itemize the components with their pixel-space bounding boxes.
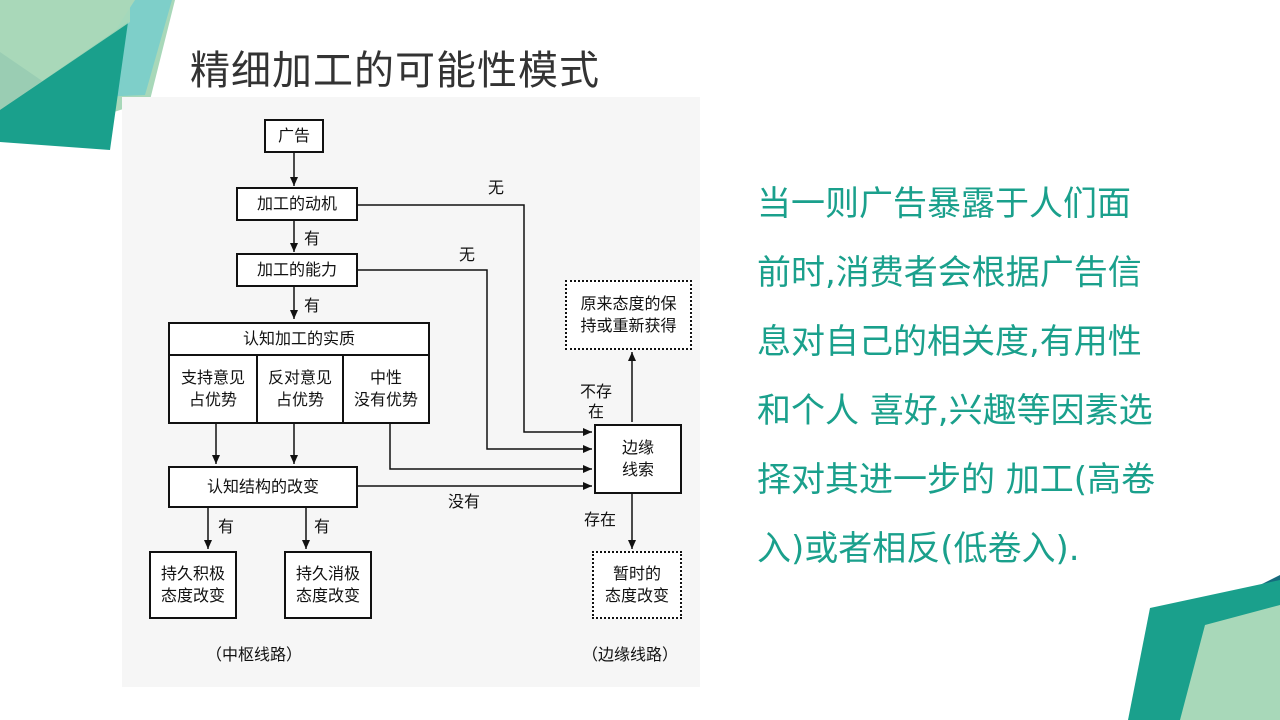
node-negative-change: 持久消极 态度改变: [284, 551, 372, 619]
edge-label-no-change: 没有: [448, 492, 481, 511]
body-paragraph: 当一则广告暴露于人们面 前时,消费者会根据广告信 息对自己的相关度,有用性 和个…: [757, 170, 1197, 584]
node-positive-change-line1: 持久积极: [160, 564, 225, 583]
cell-support: 支持意见 占优势: [170, 356, 258, 422]
body-line: 息对自己的相关度,有用性: [757, 322, 1142, 362]
node-negative-change-line1: 持久消极: [295, 564, 360, 583]
node-motivation: 加工的动机: [236, 187, 358, 221]
node-peripheral-cue: 边缘 线索: [594, 424, 682, 494]
node-negative-change-line2: 态度改变: [295, 586, 360, 605]
cell-neutral-line2: 没有优势: [353, 390, 418, 409]
node-temporary-change-line1: 暂时的: [612, 564, 661, 583]
edge-label-cue-absent-1: 不存: [580, 382, 613, 401]
edge-label-cue-absent-2: 在: [588, 402, 605, 421]
cell-neutral-line1: 中性: [369, 368, 402, 387]
node-attitude-retained-line2: 持或重新获得: [580, 316, 677, 335]
route-label-central: （中枢线路）: [206, 645, 303, 664]
edge-label-positive-yes: 有: [218, 517, 235, 536]
node-structure-change: 认知结构的改变: [168, 466, 358, 508]
elm-flowchart: 广告 加工的动机 加工的能力 认知加工的实质 支持意见 占优势 反对意见 占优势…: [122, 97, 700, 687]
node-ad-label: 广告: [277, 126, 310, 145]
body-line: 择对其进一步的 加工(高卷: [757, 460, 1156, 500]
node-cognitive-nature: 认知加工的实质 支持意见 占优势 反对意见 占优势 中性 没有优势: [168, 322, 430, 424]
edge-label-negative-yes: 有: [314, 517, 331, 536]
node-positive-change: 持久积极 态度改变: [149, 551, 237, 619]
node-structure-change-label: 认知结构的改变: [206, 477, 319, 496]
edge-label-cue-present: 存在: [584, 510, 617, 529]
node-motivation-label: 加工的动机: [256, 194, 337, 213]
node-positive-change-line2: 态度改变: [160, 586, 225, 605]
node-attitude-retained-line1: 原来态度的保: [580, 294, 677, 313]
node-attitude-retained: 原来态度的保 持或重新获得: [565, 280, 692, 350]
body-line: 入)或者相反(低卷入).: [757, 529, 1080, 569]
node-cognitive-nature-label: 认知加工的实质: [242, 329, 355, 348]
cell-oppose: 反对意见 占优势: [258, 356, 344, 422]
node-ability-label: 加工的能力: [256, 260, 337, 279]
edge-label-ability-yes: 有: [304, 296, 321, 315]
cell-support-line2: 占优势: [188, 390, 237, 409]
node-temporary-change: 暂时的 态度改变: [592, 551, 682, 619]
cell-support-line1: 支持意见: [180, 368, 245, 387]
node-temporary-change-line2: 态度改变: [604, 586, 669, 605]
body-line: 和个人 喜好,兴趣等因素选: [757, 391, 1153, 431]
slide-title: 精细加工的可能性模式: [190, 48, 600, 94]
edge-label-motivation-yes: 有: [304, 229, 321, 248]
edge-label-motivation-no: 无: [488, 178, 505, 197]
cell-oppose-line2: 占优势: [275, 390, 324, 409]
cell-oppose-line1: 反对意见: [267, 368, 332, 387]
node-cognitive-nature-header: 认知加工的实质: [170, 324, 428, 356]
body-line: 前时,消费者会根据广告信: [757, 253, 1142, 293]
cell-neutral: 中性 没有优势: [344, 356, 428, 422]
flowchart-connectors: [204, 153, 636, 549]
node-ad: 广告: [264, 119, 324, 153]
body-line: 当一则广告暴露于人们面: [757, 184, 1131, 224]
edge-label-ability-no: 无: [459, 245, 476, 264]
route-label-peripheral: （边缘线路）: [582, 645, 679, 664]
node-ability: 加工的能力: [236, 253, 358, 287]
node-peripheral-cue-line2: 线索: [621, 460, 654, 479]
node-peripheral-cue-line1: 边缘: [621, 438, 654, 457]
